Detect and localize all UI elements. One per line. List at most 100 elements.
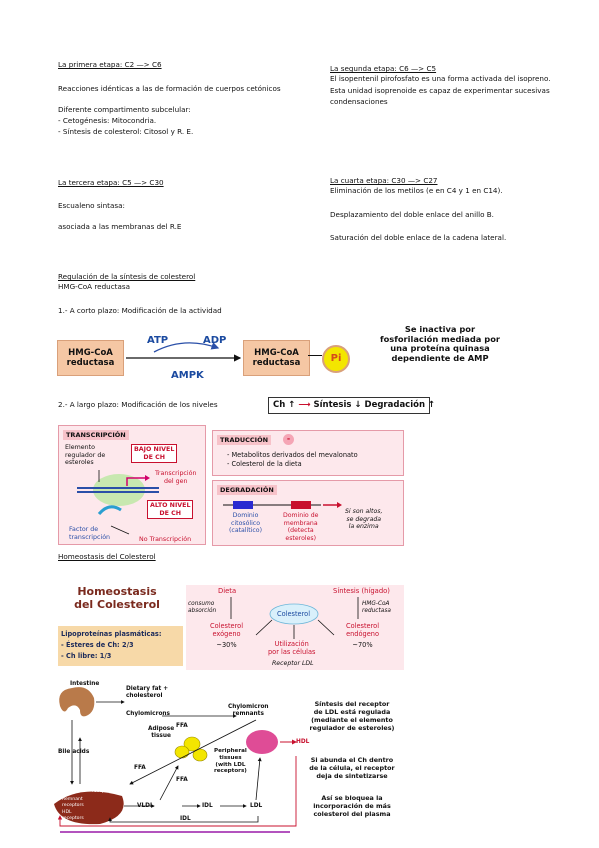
up-arrow-icon: ↑: [428, 400, 436, 410]
idl-label-2: IDL: [180, 816, 191, 822]
adp-label: ADP: [203, 335, 227, 346]
label-line: esteroles): [285, 534, 317, 542]
degradation-header: DEGRADACIÓN: [217, 485, 277, 495]
label-line: receptors: [62, 815, 84, 821]
note-line: Así se bloquea la: [321, 794, 383, 802]
dna-illustration: [77, 470, 159, 535]
minus-badge: -: [283, 434, 294, 445]
note-line: Se inactiva por: [404, 324, 476, 334]
long-term-heading: 2.- A largo plazo: Modificación de los n…: [58, 400, 218, 409]
label-line: por las células: [268, 648, 316, 656]
stage1-bullet: - Síntesis de colesterol: Citosol y R. E…: [58, 127, 194, 136]
note-line: (mediante el elemento: [311, 716, 393, 724]
label-line: (with LDL: [215, 761, 246, 768]
consumo-label: consumo absorción: [188, 601, 216, 615]
side-note-3: Así se bloquea la incorporación de más c…: [302, 794, 402, 818]
degradation-note: Si son altos, se degrada la enzima: [345, 508, 382, 531]
translation-items: - Metabolitos derivados del mevalonato -…: [227, 451, 358, 469]
label-line: DE CH: [143, 453, 165, 461]
note-line: Si abunda el Ch dentro: [310, 756, 394, 764]
stage4-line: Eliminación de los metilos (e en C4 y 1 …: [330, 186, 503, 195]
side-note-1: Síntesis del receptor de LDL está regula…: [302, 700, 402, 732]
high-ch-badge: ALTO NIVEL DE CH: [147, 500, 194, 519]
label-line: esteroles: [65, 459, 94, 466]
note-line: de la célula, el receptor: [309, 764, 395, 772]
label-line: remnants: [232, 711, 264, 717]
note-line: incorporación de más: [313, 802, 391, 810]
label-line: tissue: [151, 733, 171, 739]
note-line: fosforilación mediada por: [379, 333, 500, 344]
label-line: Dominio: [232, 512, 259, 519]
title-line: Homeostasis: [77, 585, 157, 598]
sintesis-label: Síntesis (hígado): [333, 587, 390, 595]
label-line: (catalítico): [229, 527, 263, 534]
translation-item: - Metabolitos derivados del mevalonato: [227, 451, 358, 459]
endo-percent: ~70%: [352, 641, 373, 649]
ch-label: Ch: [273, 400, 286, 410]
peripheral-label: Peripheral tissues (with LDL receptors): [214, 748, 247, 775]
label-line: ALTO NIVEL: [150, 502, 191, 509]
label-line: HMG-CoA: [362, 601, 390, 607]
regulation-subtitle: HMG-CoA reductasa: [58, 282, 131, 291]
stage2-line: El isopentenil pirofosfato es una forma …: [330, 74, 551, 83]
stage1-line: Diferente compartimento subcelular:: [58, 105, 191, 114]
label-line: Peripheral: [214, 748, 247, 754]
label-line: (detecta: [287, 527, 314, 534]
lipo-title: Lipoproteínas plasmáticas:: [61, 630, 162, 638]
label-line: Dominio de: [283, 512, 319, 519]
translation-header: TRADUCCIÓN: [217, 435, 272, 445]
title-line: del Colesterol: [74, 598, 160, 611]
remnant-receptors-label: Remnant receptors: [62, 797, 84, 808]
label-line: del gen: [164, 477, 188, 485]
label-line: transcripción: [69, 533, 111, 541]
no-transcription-label: No Transcripción: [139, 536, 192, 543]
dietary-label: Dietary fat + cholesterol: [126, 686, 168, 700]
label-line: Elemento: [65, 444, 95, 451]
levels-summary-box: Ch ↑ ⟶ Síntesis ↓ Degradación ↑: [268, 397, 435, 414]
colesterol-center: Colesterol: [277, 610, 311, 618]
stage4-line: Desplazamiento del doble enlace del anil…: [330, 210, 494, 219]
stage3-line: asociada a las membranas del R.E: [58, 222, 182, 231]
stage3-title: La tercera etapa: C5 —> C30: [58, 178, 164, 187]
enzyme-box-left: HMG-CoA reductasa: [57, 340, 124, 376]
remnants-label: Chylomicron remnants: [228, 704, 269, 718]
adipose-label: Adipose tissue: [148, 726, 174, 740]
transcription-gene-label: Transcripción del gen: [155, 470, 197, 485]
enzyme-label: HMG-CoA: [254, 348, 299, 358]
receptor-label: Receptor LDL: [272, 660, 314, 667]
inactivation-note: Se inactiva por fosforilación mediada po…: [375, 324, 505, 363]
note-line: colesterol del plasma: [313, 810, 391, 818]
stage4-line: Saturación del doble enlace de la cadena…: [330, 233, 507, 242]
label-line: BAJO NIVEL: [134, 446, 175, 453]
label-line: Utilización: [274, 640, 309, 648]
lipo-item: - Ch libre: 1/3: [61, 652, 112, 660]
enzyme-box-right: HMG-CoA reductasa: [243, 340, 310, 376]
label-line: receptors: [92, 788, 114, 794]
stage2-line: Esta unidad isoprenoide es capaz de expe…: [330, 86, 550, 95]
cytosolic-domain-label: Dominio citosólico (catalítico): [229, 512, 262, 535]
stage2-line: condensaciones: [330, 97, 388, 106]
label-line: exógeno: [212, 630, 241, 638]
label-line: Transcripción: [155, 470, 197, 477]
ffa-label-2: FFA: [134, 765, 146, 771]
label-line: tissues: [219, 754, 242, 761]
down-arrow-icon: ↓: [354, 400, 362, 410]
label-line: Remnant: [62, 797, 83, 802]
hdl-receptors-label: HDL receptors: [62, 810, 84, 821]
label-line: LDL: [92, 783, 101, 788]
note-line: dependiente de AMP: [391, 352, 489, 363]
label-line: consumo: [188, 601, 215, 607]
homeostasis-diagram: Dieta Síntesis (hígado) consumo absorció…: [186, 585, 404, 670]
note-line: una proteína quinasa: [390, 343, 490, 353]
chylomicrons-label: Chylomicrons: [126, 711, 171, 717]
transcription-panel: TRANSCRIPCIÓN Elemento regulador de este…: [58, 425, 206, 545]
label-line: la enzima: [348, 523, 379, 530]
label-line: HDL: [62, 810, 72, 815]
ampk-label: AMPK: [171, 370, 204, 381]
label-line: Adipose: [148, 726, 175, 732]
pi-circle: Pi: [322, 345, 350, 373]
ldl-receptors-label: LDL receptors: [92, 783, 114, 794]
stage1-bullet: - Cetogénesis: Mitocondria.: [58, 116, 157, 125]
lipoprotein-box: Lipoproteínas plasmáticas: - Ésteres de …: [58, 626, 183, 666]
label-line: receptors): [214, 768, 247, 775]
